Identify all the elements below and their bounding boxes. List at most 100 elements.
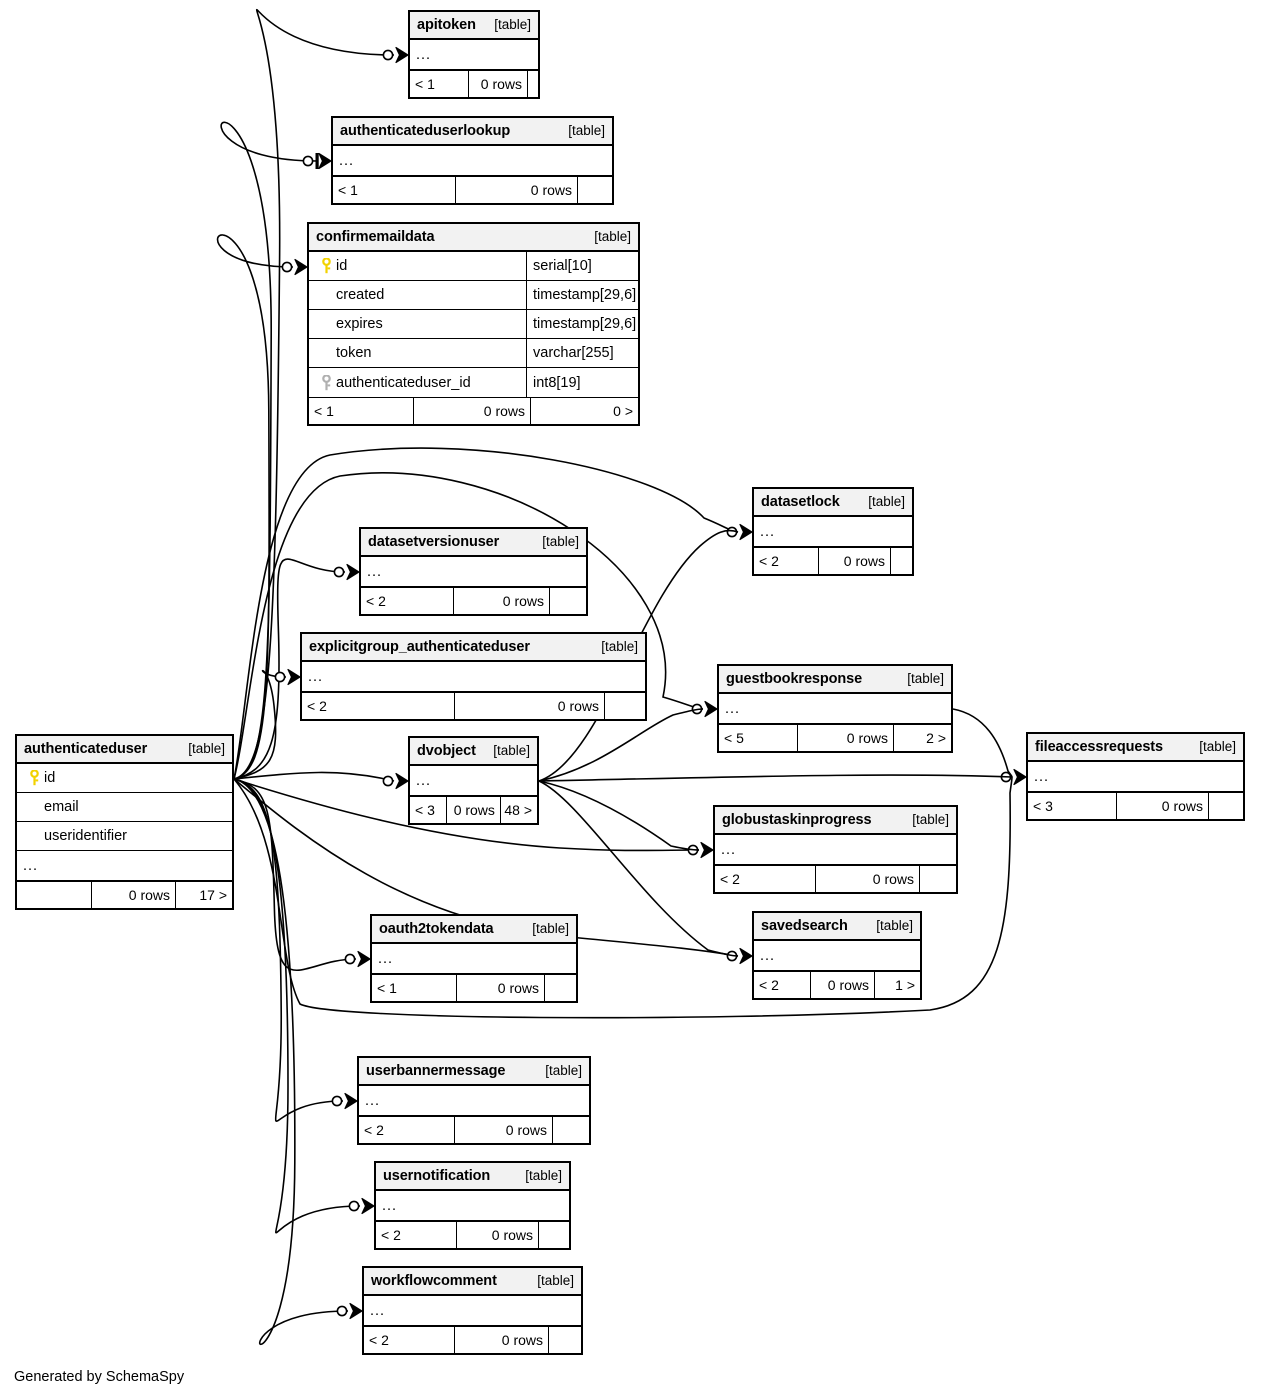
- footer-row-count: 0 rows: [456, 1222, 538, 1248]
- footer-parents-count: < 2: [364, 1122, 384, 1138]
- table-header-workflowcomment: workflowcomment[table]: [364, 1268, 581, 1296]
- footer-parents-count: < 2: [720, 871, 740, 887]
- table-kind-label: [table]: [907, 671, 944, 686]
- key-spacer: [321, 345, 332, 361]
- edge-guestbookresponse-fileaccessrequests: [952, 708, 1013, 778]
- footer-children-count: [890, 548, 912, 574]
- table-node-explicitgroup_authenticateduser[interactable]: explicitgroup_authenticateduser[table]..…: [300, 632, 647, 721]
- footer-children-count: 48 >: [499, 797, 537, 823]
- column-label: expires: [336, 316, 383, 332]
- footer-parents-count: < 1: [314, 403, 334, 419]
- cardinality-marker-explicitgroup_authenticateduser: [274, 668, 301, 686]
- table-header-dvobject: dvobject[table]: [410, 738, 537, 766]
- column-name-cell: useridentifier: [17, 828, 232, 844]
- column-type: timestamp[29,6]: [526, 281, 638, 309]
- more-columns-ellipsis: ...: [1028, 762, 1243, 792]
- primary-key-icon: [321, 258, 332, 274]
- table-body-datasetversionuser: ...: [361, 557, 586, 587]
- table-body-savedsearch: ...: [754, 941, 920, 971]
- footer-children-count: [538, 1222, 569, 1248]
- table-header-datasetversionuser: datasetversionuser[table]: [361, 529, 586, 557]
- table-header-apitoken: apitoken[table]: [410, 12, 538, 40]
- column-row[interactable]: id: [17, 764, 232, 793]
- column-row[interactable]: useridentifier: [17, 822, 232, 851]
- column-label: created: [336, 287, 385, 303]
- footer-children-count: [577, 177, 612, 203]
- footer-parents-count: < 2: [381, 1227, 401, 1243]
- table-title: datasetversionuser: [368, 533, 500, 550]
- cardinality-marker-authenticateduserlookup: [302, 152, 332, 170]
- footer-children-count: [549, 588, 586, 614]
- table-kind-label: [table]: [494, 17, 531, 32]
- column-name-cell: expires: [309, 316, 526, 332]
- footer-parents-count: [17, 882, 91, 908]
- table-body-guestbookresponse: ...: [719, 694, 951, 724]
- table-body-usernotification: ...: [376, 1191, 569, 1221]
- column-row[interactable]: created timestamp[29,6]: [309, 281, 638, 310]
- table-body-oauth2tokendata: ...: [372, 944, 576, 974]
- edge-authenticateduser-userbannermessage: [233, 778, 344, 1122]
- cardinality-marker-workflowcomment: [336, 1302, 363, 1320]
- table-kind-label: [table]: [868, 494, 905, 509]
- footer-parents-count: < 1: [415, 76, 435, 92]
- table-kind-label: [table]: [532, 921, 569, 936]
- table-kind-label: [table]: [568, 123, 605, 138]
- table-body-apitoken: ...: [410, 40, 538, 70]
- table-title: oauth2tokendata: [379, 920, 494, 937]
- more-columns-ellipsis: ...: [361, 557, 586, 587]
- column-name-cell: id: [309, 258, 526, 274]
- more-columns-ellipsis: ...: [17, 851, 232, 881]
- primary-key-icon: [29, 770, 40, 786]
- table-body-workflowcomment: ...: [364, 1296, 581, 1326]
- edge-authenticateduser-oauth2tokendata: [233, 778, 357, 971]
- edge-authenticateduser-dvobject: [233, 771, 395, 782]
- table-header-fileaccessrequests: fileaccessrequests[table]: [1028, 734, 1243, 762]
- footer-row-count: 0 rows: [454, 1117, 552, 1143]
- column-name-cell: token: [309, 345, 526, 361]
- column-row[interactable]: email: [17, 793, 232, 822]
- footer-row-count: 0 rows: [446, 797, 499, 823]
- more-columns-ellipsis: ...: [302, 662, 645, 692]
- column-type: serial[10]: [526, 252, 638, 280]
- table-kind-label: [table]: [545, 1063, 582, 1078]
- table-body-userbannermessage: ...: [359, 1086, 589, 1116]
- cardinality-marker-globustaskinprogress-from-authenticateduser: [687, 841, 714, 859]
- footer-children-count: 2 >: [893, 725, 951, 751]
- footer-parents-count: < 2: [759, 553, 779, 569]
- table-kind-label: [table]: [594, 229, 631, 244]
- table-header-savedsearch: savedsearch[table]: [754, 913, 920, 941]
- key-spacer: [321, 287, 332, 303]
- more-columns-ellipsis: ...: [410, 40, 538, 70]
- table-title: datasetlock: [761, 493, 840, 510]
- table-footer-usernotification: < 2 0 rows: [376, 1221, 569, 1248]
- footer-children-count: [604, 693, 645, 719]
